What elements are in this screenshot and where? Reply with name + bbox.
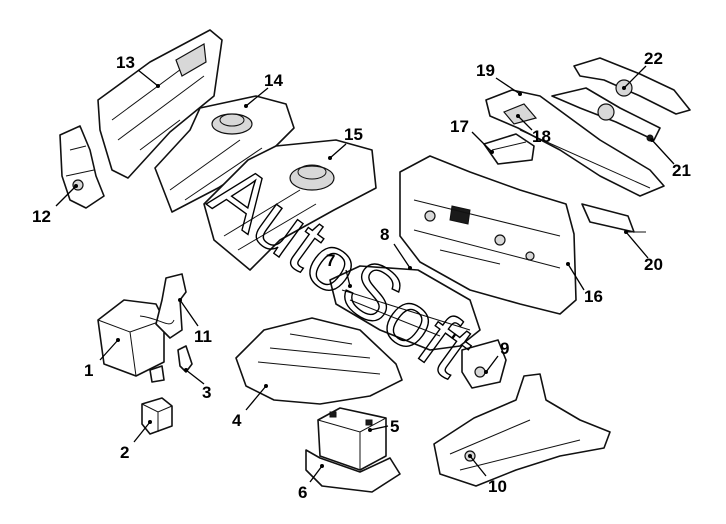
part-17-bracket bbox=[483, 133, 535, 165]
callout-15: 15 bbox=[344, 125, 363, 144]
part-16-dash-panel bbox=[399, 155, 577, 315]
leader-lines bbox=[55, 65, 675, 483]
callout-10: 10 bbox=[488, 477, 507, 496]
callout-8: 8 bbox=[380, 225, 389, 244]
callout-1: 1 bbox=[84, 361, 93, 380]
part-19-cowl-panel bbox=[485, 89, 665, 197]
part-6-battery-tray bbox=[305, 449, 401, 493]
callout-22: 22 bbox=[644, 49, 663, 68]
callout-12: 12 bbox=[32, 207, 51, 226]
callout-14: 14 bbox=[264, 71, 283, 90]
part-2-block bbox=[141, 397, 173, 435]
part-22-wiper-linkage bbox=[551, 57, 691, 142]
part-3-clip bbox=[177, 345, 193, 373]
callout-3: 3 bbox=[202, 383, 211, 402]
callout-labels: 1 2 3 4 5 6 7 8 9 10 11 12 13 14 15 16 1… bbox=[32, 49, 691, 502]
callout-21: 21 bbox=[672, 161, 691, 180]
part-1-canister bbox=[97, 299, 165, 383]
part-14-strut-tower bbox=[154, 95, 295, 213]
part-11-hose bbox=[139, 273, 187, 339]
callout-9: 9 bbox=[500, 339, 509, 358]
callout-7: 7 bbox=[326, 251, 335, 270]
callout-19: 19 bbox=[476, 61, 495, 80]
callout-18: 18 bbox=[532, 127, 551, 146]
callout-16: 16 bbox=[584, 287, 603, 306]
part-4-floor-panel bbox=[235, 317, 403, 405]
part-9-bracket bbox=[461, 339, 507, 389]
part-20-bracket bbox=[581, 203, 646, 233]
callout-6: 6 bbox=[298, 483, 307, 502]
callout-4: 4 bbox=[232, 411, 242, 430]
callout-17: 17 bbox=[450, 117, 469, 136]
part-5-battery bbox=[317, 407, 387, 471]
part-13-side-panel bbox=[97, 29, 223, 179]
part-10-rail bbox=[433, 373, 611, 487]
callout-2: 2 bbox=[120, 443, 129, 462]
part-7-cross-member bbox=[329, 265, 481, 351]
callout-13: 13 bbox=[116, 53, 135, 72]
callout-11: 11 bbox=[194, 327, 212, 346]
callout-20: 20 bbox=[644, 255, 663, 274]
part-15-apron-panel bbox=[203, 139, 377, 271]
callout-5: 5 bbox=[390, 417, 399, 436]
